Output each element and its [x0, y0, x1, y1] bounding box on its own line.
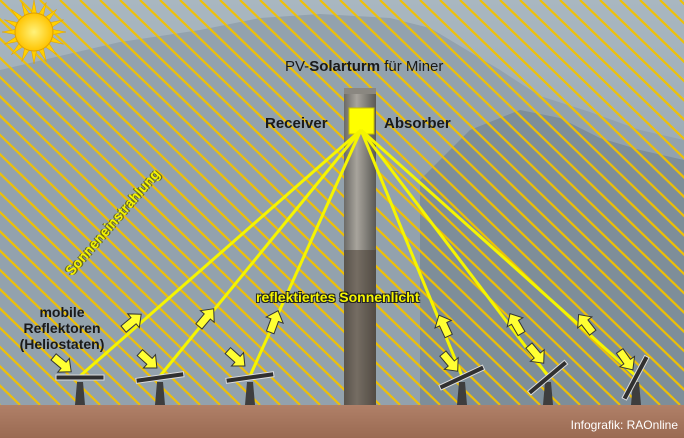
reflected-light-label: reflektiertes Sonnenlicht — [256, 289, 419, 305]
title-prefix: PV- — [285, 58, 309, 75]
page-title: PV-Solarturm für Miner — [285, 58, 443, 75]
sun-icon — [2, 0, 66, 64]
receiver-label: Receiver — [265, 115, 328, 132]
heliostats-label-line1: mobile — [4, 304, 120, 320]
credit-label: Infografik: RAOnline — [571, 418, 678, 432]
heliostats-label: mobile Reflektoren (Heliostaten) — [4, 304, 120, 352]
heliostats-label-line3: (Heliostaten) — [4, 336, 120, 352]
title-suffix: für Miner — [380, 58, 443, 75]
absorber-label: Absorber — [384, 115, 451, 132]
heliostats-label-line2: Reflektoren — [4, 320, 120, 336]
title-bold: Solarturm — [309, 58, 380, 75]
